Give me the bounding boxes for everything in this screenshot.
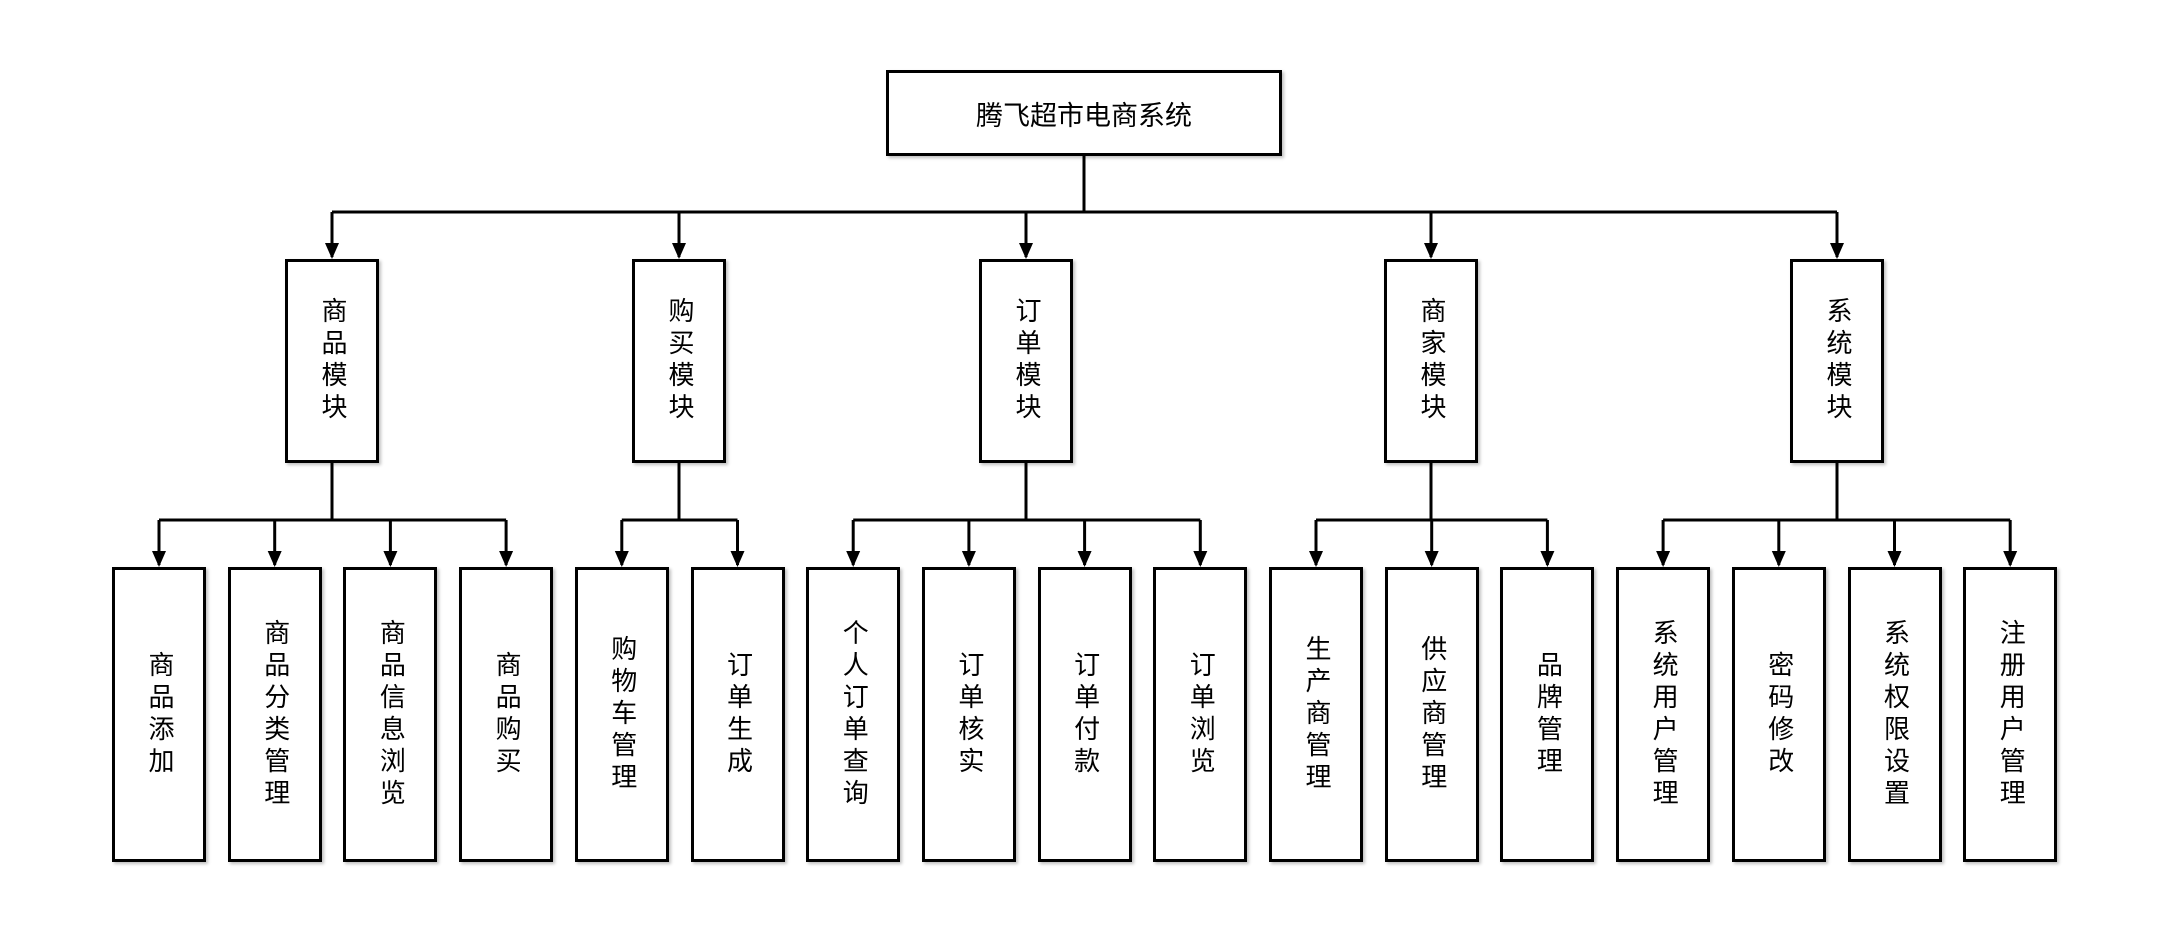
- arrowhead-icon: [1424, 243, 1438, 259]
- arrowhead-icon: [730, 551, 745, 567]
- arrowhead-icon: [1309, 551, 1323, 567]
- function-node-label: 系统权限设置: [1879, 618, 1910, 811]
- function-node: 密码修改: [1731, 567, 1826, 862]
- function-node-label: 购物车管理: [606, 634, 637, 795]
- module-node: 购买模块: [632, 259, 726, 463]
- function-node-label: 订单付款: [1069, 650, 1100, 779]
- function-node: 订单核实: [921, 567, 1016, 862]
- arrowhead-icon: [1019, 243, 1033, 259]
- arrowhead-icon: [672, 243, 686, 259]
- function-node: 购物车管理: [574, 567, 669, 862]
- root-node: 腾飞超市电商系统: [886, 70, 1282, 156]
- module-node-label: 系统模块: [1822, 297, 1852, 425]
- module-node-label: 商品模块: [317, 297, 347, 425]
- function-node-label: 供应商管理: [1416, 634, 1447, 795]
- function-node-label: 品牌管理: [1532, 650, 1563, 779]
- arrowhead-icon: [152, 551, 166, 567]
- function-node: 品牌管理: [1500, 567, 1595, 862]
- arrowhead-icon: [325, 243, 339, 259]
- function-node: 供应商管理: [1384, 567, 1479, 862]
- arrowhead-icon: [1887, 551, 1902, 567]
- root-label: 腾飞超市电商系统: [976, 100, 1192, 132]
- function-node-label: 商品购买: [491, 650, 522, 779]
- arrowhead-icon: [267, 551, 282, 567]
- module-node-label: 购买模块: [664, 297, 694, 425]
- function-node-label: 密码修改: [1763, 650, 1794, 779]
- arrowhead-icon: [2003, 551, 2018, 567]
- arrowhead-icon: [961, 551, 976, 567]
- module-node: 商家模块: [1384, 259, 1478, 463]
- function-node-label: 生产商管理: [1301, 634, 1331, 795]
- function-node: 系统用户管理: [1616, 567, 1711, 862]
- function-node: 商品分类管理: [227, 567, 322, 862]
- function-node: 订单浏览: [1153, 567, 1248, 862]
- function-node-label: 商品添加: [144, 650, 174, 779]
- function-node-label: 注册用户管理: [1995, 618, 2026, 811]
- arrowhead-icon: [1830, 243, 1844, 259]
- arrowhead-icon: [1077, 551, 1092, 567]
- arrowhead-icon: [499, 551, 514, 567]
- arrowhead-icon: [383, 551, 398, 567]
- function-node-label: 订单生成: [722, 650, 753, 779]
- arrowhead-icon: [1540, 551, 1555, 567]
- function-node-label: 商品信息浏览: [375, 618, 406, 811]
- module-node-label: 商家模块: [1416, 297, 1446, 425]
- module-node-label: 订单模块: [1011, 297, 1041, 425]
- arrowhead-icon: [614, 551, 629, 567]
- function-node: 注册用户管理: [1963, 567, 2058, 862]
- function-node-label: 系统用户管理: [1648, 618, 1679, 811]
- arrowhead-icon: [1193, 551, 1208, 567]
- function-node-label: 个人订单查询: [838, 618, 869, 811]
- function-node: 个人订单查询: [806, 567, 901, 862]
- arrowhead-icon: [1424, 551, 1439, 567]
- module-node: 订单模块: [979, 259, 1073, 463]
- arrowhead-icon: [1771, 551, 1786, 567]
- function-node-label: 订单浏览: [1185, 650, 1216, 779]
- function-node: 订单生成: [690, 567, 785, 862]
- function-node: 商品添加: [112, 567, 206, 862]
- function-node: 生产商管理: [1269, 567, 1363, 862]
- function-node: 系统权限设置: [1847, 567, 1942, 862]
- function-node: 订单付款: [1037, 567, 1132, 862]
- module-node: 系统模块: [1790, 259, 1884, 463]
- module-node: 商品模块: [285, 259, 379, 463]
- arrowhead-icon: [1656, 551, 1671, 567]
- function-node-label: 订单核实: [953, 650, 984, 779]
- function-node: 商品购买: [459, 567, 554, 862]
- arrowhead-icon: [846, 551, 861, 567]
- function-node-label: 商品分类管理: [259, 618, 290, 811]
- function-node: 商品信息浏览: [343, 567, 438, 862]
